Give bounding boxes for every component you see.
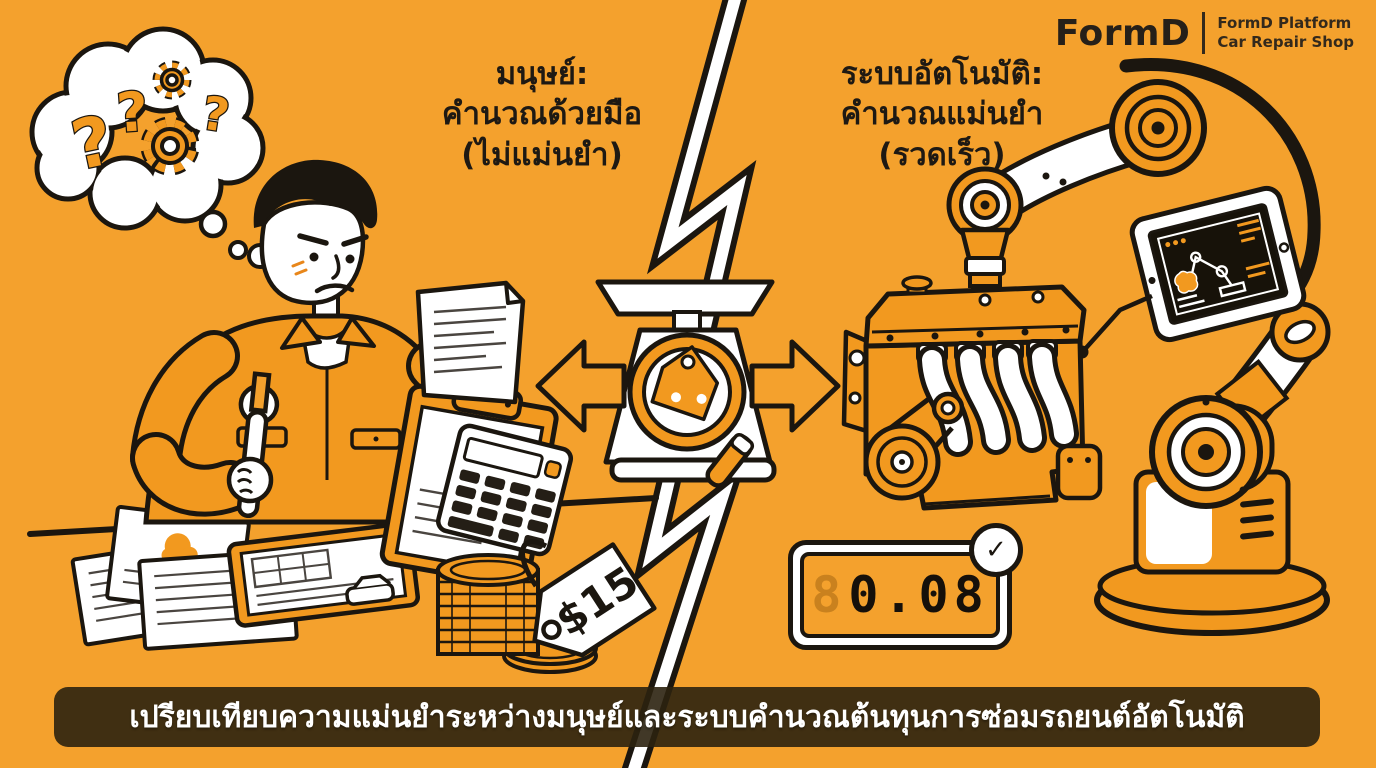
engine-illustration — [841, 275, 1103, 511]
tablet-screen — [1129, 185, 1307, 343]
gear-icon — [152, 60, 192, 100]
left-heading: มนุษย์: คำนวณด้วยมือ (ไม่แม่นยำ) — [382, 54, 702, 175]
logo-divider — [1202, 12, 1206, 54]
scale-icon — [595, 279, 777, 488]
left-heading-line1: มนุษย์: — [495, 56, 589, 92]
price-tag-string — [520, 539, 548, 588]
robot-elbow-joint — [946, 166, 1024, 244]
robot-schematic — [1189, 251, 1247, 298]
robot-base — [1094, 395, 1330, 636]
desk-clipboard — [226, 521, 420, 628]
right-heading: ระบบอัตโนมัติ: คำนวณแม่นยำ (รวดเร็ว) — [782, 54, 1102, 175]
magnifier-icon — [627, 332, 755, 488]
caption-banner: เปรียบเทียบความแม่นยำระหว่างมนุษย์และระบ… — [54, 687, 1320, 747]
left-heading-line3: (ไม่แม่นยำ) — [461, 136, 623, 173]
right-heading-line3: (รวดเร็ว) — [878, 136, 1006, 173]
brand-name: FormD — [1054, 12, 1191, 54]
right-heading-line2: คำนวณแม่นยำ — [840, 96, 1044, 133]
brand-tagline-line1: FormD Platform — [1217, 13, 1352, 32]
caption-text: เปรียบเทียบความแม่นยำระหว่างมนุษย์และระบ… — [129, 699, 1245, 735]
right-arrow-icon — [749, 339, 841, 433]
bubble-trail-dot — [198, 209, 228, 239]
left-heading-line2: คำนวณด้วยมือ — [441, 96, 643, 133]
mechanic-head — [247, 159, 378, 306]
robot-shoulder-joint — [1109, 79, 1207, 177]
brand-logo: FormD FormD Platform Car Repair Shop — [1055, 12, 1354, 54]
check-icon: ✓ — [969, 523, 1023, 577]
calculator-icon — [436, 423, 574, 557]
brand-tagline-line2: Car Repair Shop — [1217, 33, 1354, 51]
display-ghost-digit: 8 — [811, 566, 847, 624]
thought-bubble: ? ? ? — [29, 26, 266, 260]
right-heading-line1: ระบบอัตโนมัติ: — [840, 56, 1044, 92]
brand-tagline: FormD Platform Car Repair Shop — [1217, 14, 1354, 53]
probe-wire — [1084, 293, 1153, 350]
robot-arm-illustration — [841, 58, 1331, 636]
left-arrow-icon — [535, 339, 627, 433]
mechanic-illustration: ? ? ? — [27, 26, 659, 674]
left-hand — [226, 456, 274, 504]
bubble-trail-dot — [228, 240, 248, 260]
paper-documents — [70, 505, 420, 651]
discount-tag-icon — [650, 345, 720, 422]
flipped-page — [415, 280, 526, 405]
display-value: 0.08 — [848, 566, 989, 624]
